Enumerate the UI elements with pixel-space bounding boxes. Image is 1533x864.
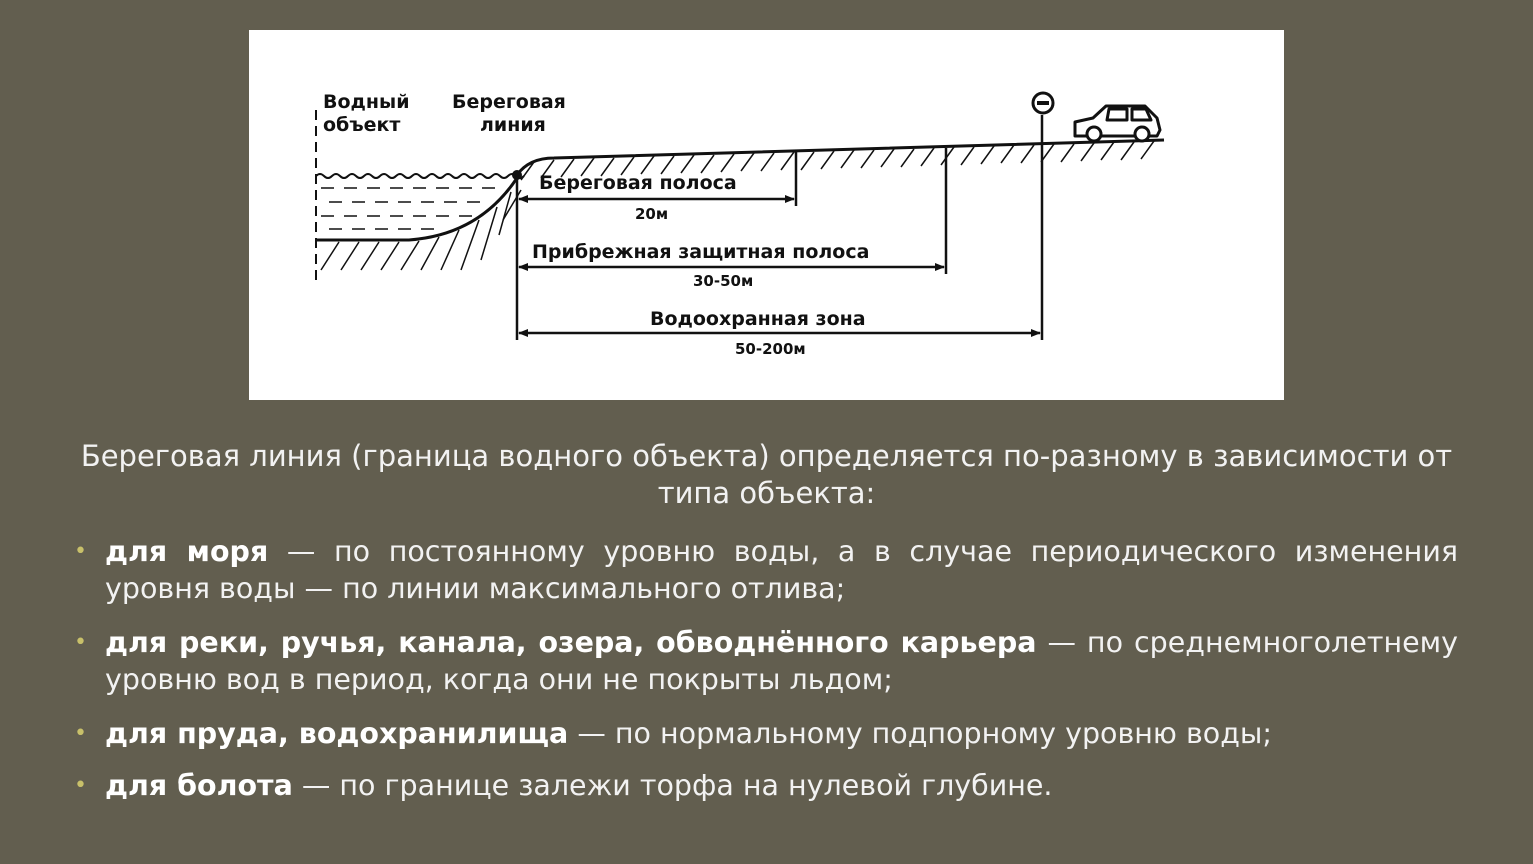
car-icon [1073,104,1162,143]
list-item: • для пруда, водохранилища — по нормально… [74,715,1458,752]
water-protection-zone-diagram: Водный объект Береговая линия Береговая … [249,30,1284,400]
no-entry-sign-icon [1031,91,1055,115]
coastal-strip-label: Береговая полоса [539,172,737,194]
list-item-text: — по границе залежи торфа на нулевой глу… [292,769,1053,802]
list-item-text: — по нормальному подпорному уровню воды; [568,717,1272,750]
bullet-icon: • [74,773,87,798]
ground-surface [515,138,1165,176]
water-object-label-line2: объект [323,114,400,136]
diagram-svg: Водный объект Береговая линия Береговая … [315,91,1165,358]
water-surface [315,173,525,179]
coastal-strip-width: 20м [635,205,668,223]
bullet-icon: • [74,721,87,746]
protective-strip-label: Прибрежная защитная полоса [532,241,869,263]
list-item-term: для моря [105,535,269,568]
shoreline-rules-list: • для моря — по постоянному уровню воды, … [74,533,1458,821]
water-body [321,187,495,230]
list-item-term: для болота [105,769,293,802]
intro-text: Береговая линия (граница водного объекта… [80,439,1453,510]
list-item-term: для пруда, водохранилища [105,717,569,750]
shoreline-label-line2: линия [480,114,546,136]
list-item: • для моря — по постоянному уровню воды, … [74,533,1458,607]
bullet-icon: • [74,630,87,655]
water-protection-zone-width: 50-200м [735,340,806,358]
protective-strip-width: 30-50м [693,272,753,290]
list-item-text: — по постоянному уровню воды, а в случае… [105,535,1458,605]
water-object-label-line1: Водный [323,91,410,113]
list-item: • для болота — по границе залежи торфа на… [74,767,1458,804]
water-protection-zone-label: Водоохранная зона [650,308,866,330]
list-item-text: — по среднемноголетнему уровню вод в пер… [105,626,1458,696]
list-item-term: для реки, ручья, канала, озера, обводнён… [105,626,1037,659]
ground-hatching [320,140,1155,271]
shoreline-label-line1: Береговая [452,91,566,113]
riverbed-line [316,177,519,242]
list-item: • для реки, ручья, канала, озера, обводнё… [74,624,1458,698]
bullet-icon: • [74,539,87,564]
